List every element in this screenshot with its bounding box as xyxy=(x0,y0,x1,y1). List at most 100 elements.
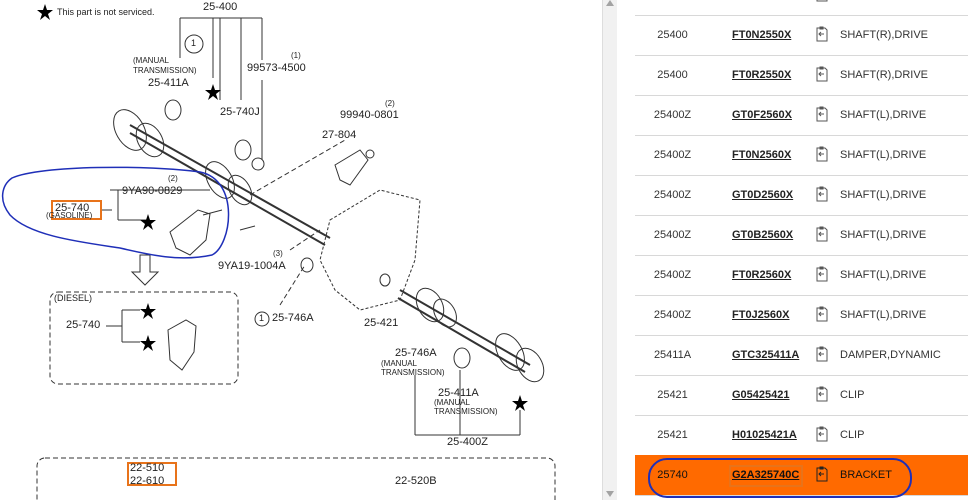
add-to-cart-icon[interactable] xyxy=(813,386,830,403)
part-number-link[interactable]: FT0R2560X xyxy=(732,269,792,281)
not-serviced-note: This part is not serviced. xyxy=(57,7,155,17)
part-number-link[interactable]: FT0R2550X xyxy=(732,69,792,81)
label-transmission-2: TRANSMISSION) xyxy=(381,368,445,377)
label-25-411A: 25-411A xyxy=(148,77,189,89)
part-name: SHAFT(L),DRIVE xyxy=(840,109,927,121)
add-to-cart-icon[interactable] xyxy=(813,266,830,283)
add-to-cart-icon[interactable] xyxy=(813,26,830,43)
label-manual-2: (MANUAL xyxy=(381,359,418,368)
label-qty-1: (1) xyxy=(291,51,301,60)
label-9YA90-0829: 9YA90-0829 xyxy=(122,185,183,197)
add-to-cart-icon[interactable] xyxy=(813,146,830,163)
label-25-746A: 25-746A xyxy=(272,312,314,324)
scroll-down-arrow-icon[interactable] xyxy=(606,491,614,497)
part-name: CLIP xyxy=(840,389,865,401)
part-code: 25740 xyxy=(657,469,688,481)
star-icon xyxy=(37,4,53,20)
add-to-cart-icon[interactable] xyxy=(813,226,830,243)
part-number-link[interactable]: GTC325411A xyxy=(732,349,800,361)
label-qty-2b: (2) xyxy=(168,174,178,183)
part-number-link[interactable]: FT0N2550X xyxy=(732,29,792,41)
label-qty-2a: (2) xyxy=(385,99,395,108)
label-25-740-gasoline: 25-740 xyxy=(55,202,90,214)
part-code: 25400Z xyxy=(653,229,692,241)
part-code: 25421 xyxy=(657,389,688,401)
part-number-link[interactable]: G2A325740C xyxy=(732,469,800,481)
table-row[interactable]: 25421 G05425421 CLIP xyxy=(635,375,968,416)
part-name: SHAFT(L),DRIVE xyxy=(840,269,927,281)
exploded-view-drawing xyxy=(1,4,556,500)
part-name: BRACKET xyxy=(840,469,892,481)
part-number-link[interactable]: FT0J2560X xyxy=(732,309,790,321)
scroll-up-arrow-icon[interactable] xyxy=(606,0,614,6)
part-number-link[interactable]: G05425421 xyxy=(732,389,790,401)
label-22-610: 22-610 xyxy=(130,475,165,487)
add-to-cart-icon[interactable] xyxy=(813,426,830,443)
part-code: 25400Z xyxy=(653,149,692,161)
label-25-411A-left: 25-411A xyxy=(438,387,479,399)
table-row[interactable]: 25411A GTC325411A DAMPER,DYNAMIC xyxy=(635,335,968,376)
part-code: 25400Z xyxy=(653,109,692,121)
label-manual-1: (MANUAL xyxy=(133,56,170,65)
part-code: 25400Z xyxy=(653,189,692,201)
table-row[interactable]: 25400Z FT0R2560X SHAFT(L),DRIVE xyxy=(635,255,968,296)
add-to-cart-icon[interactable] xyxy=(813,0,830,3)
part-code: 25400Z xyxy=(653,309,692,321)
table-row[interactable]: 25400Z FT0N2560X SHAFT(L),DRIVE xyxy=(635,135,968,176)
add-to-cart-icon[interactable] xyxy=(813,66,830,83)
label-25-740-diesel: 25-740 xyxy=(66,319,101,331)
part-name: SHAFT(R),DRIVE xyxy=(840,69,928,81)
table-row[interactable]: 25400 FT0N2550X SHAFT(R),DRIVE xyxy=(635,15,968,56)
panel-divider xyxy=(617,0,635,500)
label-25-400Z: 25-400Z xyxy=(447,436,488,448)
label-qty-3: (3) xyxy=(273,249,283,258)
label-diesel: (DIESEL) xyxy=(54,293,93,303)
part-name: SHAFT(L),DRIVE xyxy=(840,149,927,161)
table-row[interactable]: 25400Z GT0B2560X SHAFT(L),DRIVE xyxy=(635,215,968,256)
label-transmission-1: TRANSMISSION) xyxy=(133,66,197,75)
table-row-partial xyxy=(635,0,968,16)
label-circle-1: 1 xyxy=(191,38,197,48)
part-name: CLIP xyxy=(840,429,865,441)
label-manual-3: (MANUAL xyxy=(434,398,471,407)
add-to-cart-icon[interactable] xyxy=(813,346,830,363)
part-name: SHAFT(L),DRIVE xyxy=(840,189,927,201)
label-transmission-3: TRANSMISSION) xyxy=(434,407,498,416)
diagram-scrollbar[interactable] xyxy=(602,0,618,500)
part-number-link[interactable]: GT0B2560X xyxy=(732,229,794,241)
label-22-520B: 22-520B xyxy=(395,475,437,487)
part-number-link[interactable]: GT0F2560X xyxy=(732,109,792,121)
add-to-cart-icon[interactable] xyxy=(813,186,830,203)
label-25-746A-manual: 25-746A xyxy=(395,347,437,359)
table-row[interactable]: 25421 H01025421A CLIP xyxy=(635,415,968,456)
label-25-740J: 25-740J xyxy=(220,106,260,118)
part-number-link[interactable]: FT0N2560X xyxy=(732,149,792,161)
part-name: DAMPER,DYNAMIC xyxy=(840,349,941,361)
label-25-421: 25-421 xyxy=(364,317,399,329)
add-to-cart-icon[interactable] xyxy=(813,466,830,483)
part-code: 25400Z xyxy=(653,269,692,281)
part-number-link[interactable]: GT0D2560X xyxy=(732,189,794,201)
label-circle-1b: 1 xyxy=(259,313,265,323)
add-to-cart-icon[interactable] xyxy=(813,106,830,123)
table-row[interactable]: 25740 G2A325740C BRACKET xyxy=(635,455,968,496)
part-code: 25400 xyxy=(657,29,688,41)
add-to-cart-icon[interactable] xyxy=(813,306,830,323)
part-name: SHAFT(L),DRIVE xyxy=(840,309,927,321)
part-code: 25400 xyxy=(657,69,688,81)
part-code: 25421 xyxy=(657,429,688,441)
label-25-400: 25-400 xyxy=(203,1,238,13)
label-22-510: 22-510 xyxy=(130,462,165,474)
table-row[interactable]: 25400Z FT0J2560X SHAFT(L),DRIVE xyxy=(635,295,968,336)
table-row[interactable]: 25400Z GT0D2560X SHAFT(L),DRIVE xyxy=(635,175,968,216)
part-code: 25411A xyxy=(653,349,692,361)
part-number-link[interactable]: H01025421A xyxy=(732,429,797,441)
table-row[interactable]: 25400 FT0R2550X SHAFT(R),DRIVE xyxy=(635,55,968,96)
table-row[interactable]: 25400Z GT0F2560X SHAFT(L),DRIVE xyxy=(635,95,968,136)
part-name: SHAFT(R),DRIVE xyxy=(840,29,928,41)
label-9YA19-1004A: 9YA19-1004A xyxy=(218,260,286,272)
label-99573-4500: 99573-4500 xyxy=(247,62,306,74)
label-27-804: 27-804 xyxy=(322,129,357,141)
part-name: SHAFT(L),DRIVE xyxy=(840,229,927,241)
